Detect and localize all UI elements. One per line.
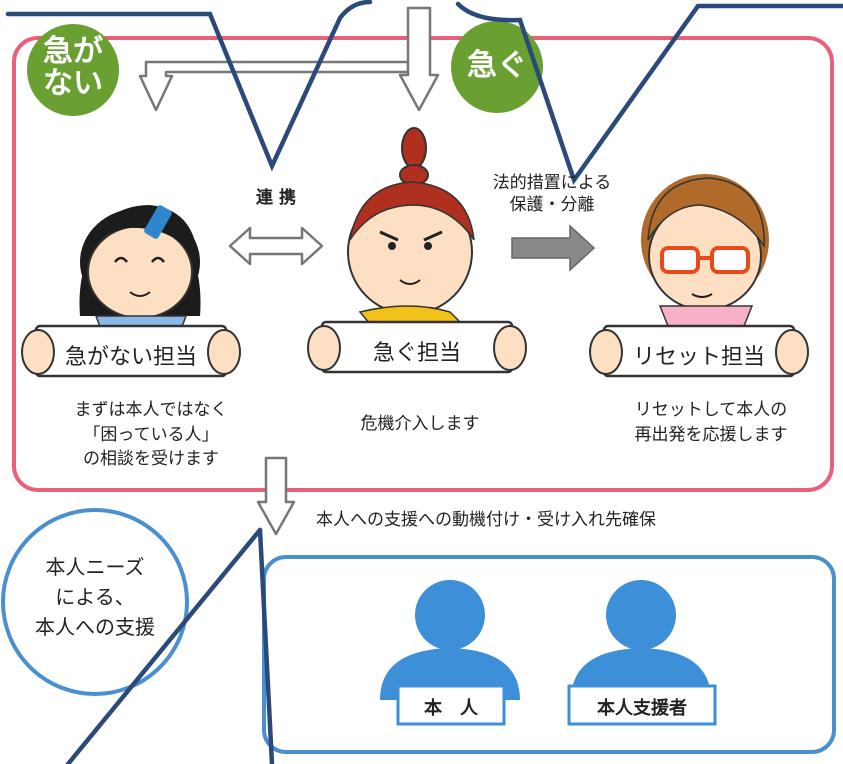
annotation-lines	[5, 0, 843, 764]
not-urgent-caption-line3: の相談を受けます	[83, 449, 219, 470]
needs-circle-line2: による、	[55, 585, 135, 609]
needs-circle-label: 本人ニーズ による、 本人への支援	[10, 552, 180, 642]
not-urgent-badge-line2: ない	[43, 65, 103, 101]
person-icon	[606, 580, 676, 650]
needs-circle-line1: 本人ニーズ	[45, 555, 145, 579]
hands	[21, 325, 809, 375]
supporter-label: 本人支援者	[597, 698, 687, 719]
not-urgent-caption-line2: 「困っている人」	[83, 424, 219, 445]
urgent-caption-line1: 危機介入します	[360, 414, 480, 434]
not-urgent-caption: まずは本人ではなく 「困っている人」 の相談を受けます	[36, 398, 266, 472]
triage-arrows	[138, 6, 440, 536]
cooperation-label: 連 携	[256, 188, 296, 208]
reset-character	[641, 174, 769, 327]
needs-circle	[1, 508, 189, 696]
person-icons	[380, 580, 711, 700]
not-urgent-badge-line1: 急が	[43, 34, 103, 69]
urgent-badge-label: 急ぐ	[467, 48, 527, 83]
person-label: 本 人	[424, 698, 478, 719]
motivation-arrow	[256, 456, 296, 536]
legal-measures-label: 法的措置による 保護・分離	[452, 172, 652, 216]
reset-caption-line2: 再出発を応援します	[634, 424, 788, 445]
motivation-label: 本人への支援への動機付け・受け入れ先確保	[316, 510, 656, 530]
person-label-boxes	[396, 684, 717, 726]
blue-frame	[262, 555, 836, 754]
reset-sign: リセット担当	[632, 345, 765, 370]
legal-measures-line1: 法的措置による	[492, 173, 612, 193]
not-urgent-caption-line1: まずは本人ではなく	[74, 400, 228, 420]
legal-measures-line2: 保護・分離	[509, 195, 595, 216]
urgent-arrow	[398, 6, 440, 112]
not-urgent-badge-label: 急が ない	[33, 36, 113, 99]
reset-caption-line1: リセットして本人の	[634, 400, 788, 420]
urgent-badge	[451, 21, 543, 113]
not-urgent-arrow	[138, 60, 410, 112]
cooperation-arrow	[228, 226, 324, 266]
not-urgent-badge	[27, 24, 119, 116]
needs-circle-line3: 本人への支援	[35, 615, 155, 639]
legal-arrow	[511, 224, 596, 272]
reset-caption: リセットして本人の 再出発を応援します	[596, 398, 826, 447]
person-icon	[415, 580, 485, 650]
urgent-sign: 急ぐ担当	[372, 341, 461, 366]
not-urgent-sign: 急がない担当	[64, 345, 197, 370]
urgent-caption: 危機介入します	[320, 412, 520, 437]
not-urgent-character	[79, 205, 201, 333]
urgent-character	[347, 127, 475, 337]
